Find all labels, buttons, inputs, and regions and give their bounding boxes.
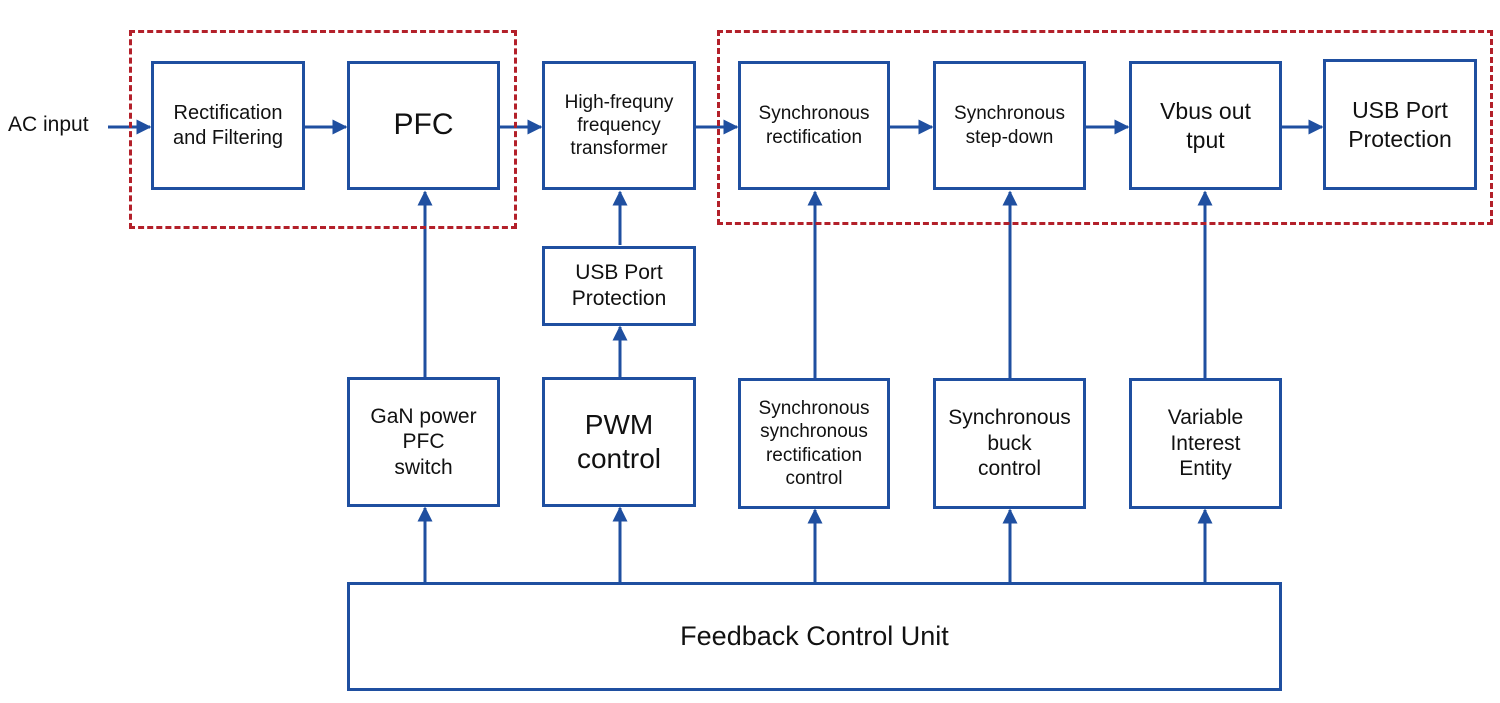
sync-rect-control-block: Synchronous synchronous rectification co… bbox=[738, 378, 890, 509]
gan-switch-label: GaN power PFC switch bbox=[370, 404, 477, 479]
pwm-control-label: PWM control bbox=[576, 408, 662, 474]
ac-input-label: AC input bbox=[8, 113, 89, 136]
usb-port-protection-mid-label: USB Port Protection bbox=[571, 261, 667, 310]
variable-interest-entity-block: Variable Interest Entity bbox=[1129, 378, 1282, 509]
vbus-output-block: Vbus out tput bbox=[1129, 61, 1282, 190]
sync-rect-control-label: Synchronous synchronous rectification co… bbox=[758, 398, 870, 489]
variable-interest-entity-label: Variable Interest Entity bbox=[1167, 406, 1244, 481]
sync-rectification-label: Synchronous rectification bbox=[758, 103, 870, 148]
sync-step-down-label: Synchronous step-down bbox=[954, 103, 1065, 148]
sync-rectification-block: Synchronous rectification bbox=[738, 61, 890, 190]
input-stage-group bbox=[129, 30, 517, 229]
rectification-filtering-label: Rectification and Filtering bbox=[172, 102, 284, 149]
hf-transformer-block: High-frequny frequency transformer bbox=[542, 61, 696, 190]
vbus-output-label: Vbus out tput bbox=[1160, 98, 1251, 153]
pwm-control-block: PWM control bbox=[542, 377, 696, 507]
output-stage-group bbox=[717, 30, 1493, 225]
gan-switch-block: GaN power PFC switch bbox=[347, 377, 500, 507]
usb-port-protection-top-block: USB Port Protection bbox=[1323, 59, 1477, 190]
sync-buck-control-block: Synchronous buck control bbox=[933, 378, 1086, 509]
feedback-control-unit-label: Feedback Control Unit bbox=[680, 621, 949, 652]
sync-buck-control-label: Synchronous buck control bbox=[948, 406, 1071, 481]
feedback-control-unit-block: Feedback Control Unit bbox=[347, 582, 1282, 691]
sync-step-down-block: Synchronous step-down bbox=[933, 61, 1086, 190]
pfc-block: PFC bbox=[347, 61, 500, 190]
usb-port-protection-top-label: USB Port Protection bbox=[1348, 97, 1452, 152]
hf-transformer-label: High-frequny frequency transformer bbox=[564, 91, 674, 160]
pfc-label: PFC bbox=[393, 108, 454, 142]
rectification-filtering-block: Rectification and Filtering bbox=[151, 61, 305, 190]
usb-port-protection-mid-block: USB Port Protection bbox=[542, 246, 696, 326]
